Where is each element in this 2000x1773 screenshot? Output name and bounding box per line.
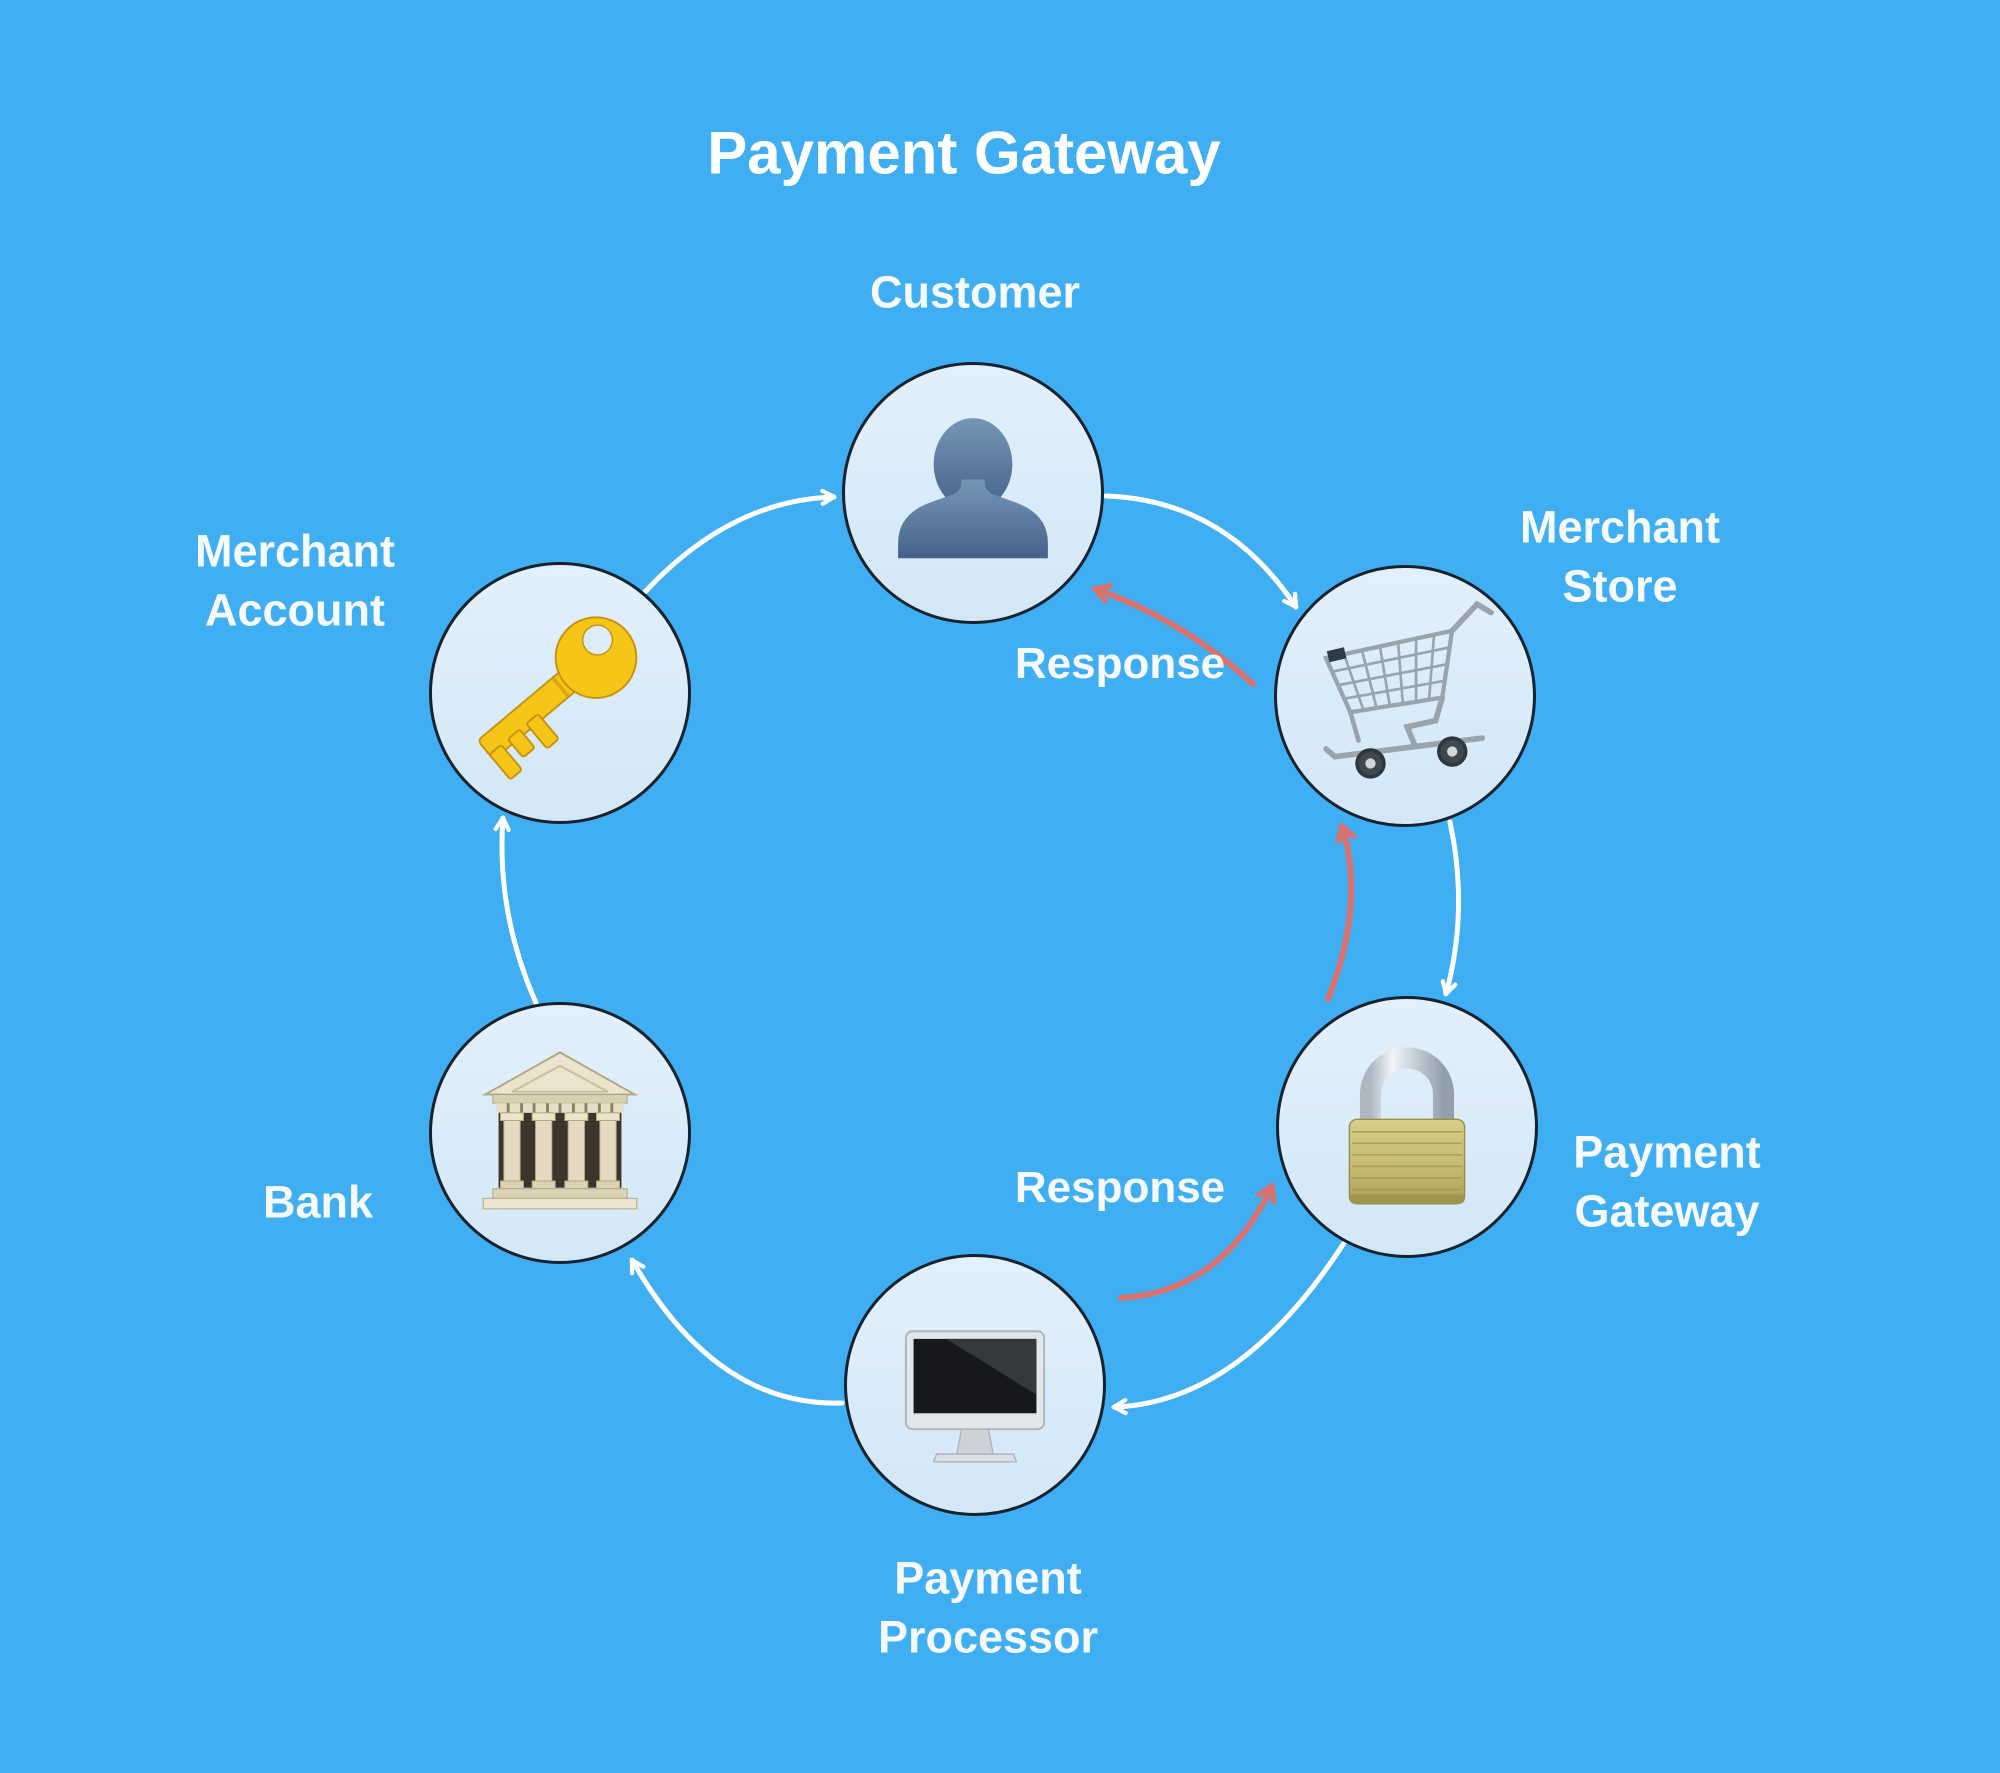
arrow-store-to-gateway <box>1440 819 1462 997</box>
node-bank <box>429 1002 691 1264</box>
desktop-computer-icon <box>904 1330 1046 1463</box>
key-icon <box>478 616 638 780</box>
arrow-bank-to-account <box>493 815 539 1006</box>
response-arrow-store-to-customer <box>1092 589 1256 687</box>
classical-building-icon <box>481 1051 639 1210</box>
page-title: Payment Gateway <box>707 119 1221 187</box>
person-icon <box>898 418 1048 559</box>
node-payment-processor <box>844 1254 1106 1516</box>
arrow-account-to-customer <box>641 488 837 596</box>
label-payment-processor: Payment Processor <box>877 1552 1099 1663</box>
label-merchant-store: Merchant Store <box>1519 501 1721 612</box>
padlock-icon <box>1348 1047 1466 1205</box>
node-customer <box>842 362 1104 624</box>
node-merchant-store <box>1274 565 1536 827</box>
label-response-top: Response <box>1014 638 1226 688</box>
arrow-processor-to-bank <box>629 1257 845 1406</box>
label-bank: Bank <box>262 1176 374 1228</box>
label-merchant-account: Merchant Account <box>194 525 396 636</box>
node-merchant-account <box>429 562 691 824</box>
arrow-gateway-to-processor <box>1111 1240 1347 1416</box>
node-payment-gateway <box>1276 996 1538 1258</box>
response-arrow-processor-to-gateway <box>1118 1183 1272 1301</box>
response-arrow-gateway-to-store <box>1325 823 1351 1002</box>
shopping-cart-icon <box>1322 600 1494 779</box>
label-payment-gateway: Payment Gateway <box>1573 1126 1761 1237</box>
label-response-bottom: Response <box>1014 1162 1226 1212</box>
label-customer: Customer <box>869 266 1081 318</box>
arrow-customer-to-store <box>1103 493 1299 610</box>
